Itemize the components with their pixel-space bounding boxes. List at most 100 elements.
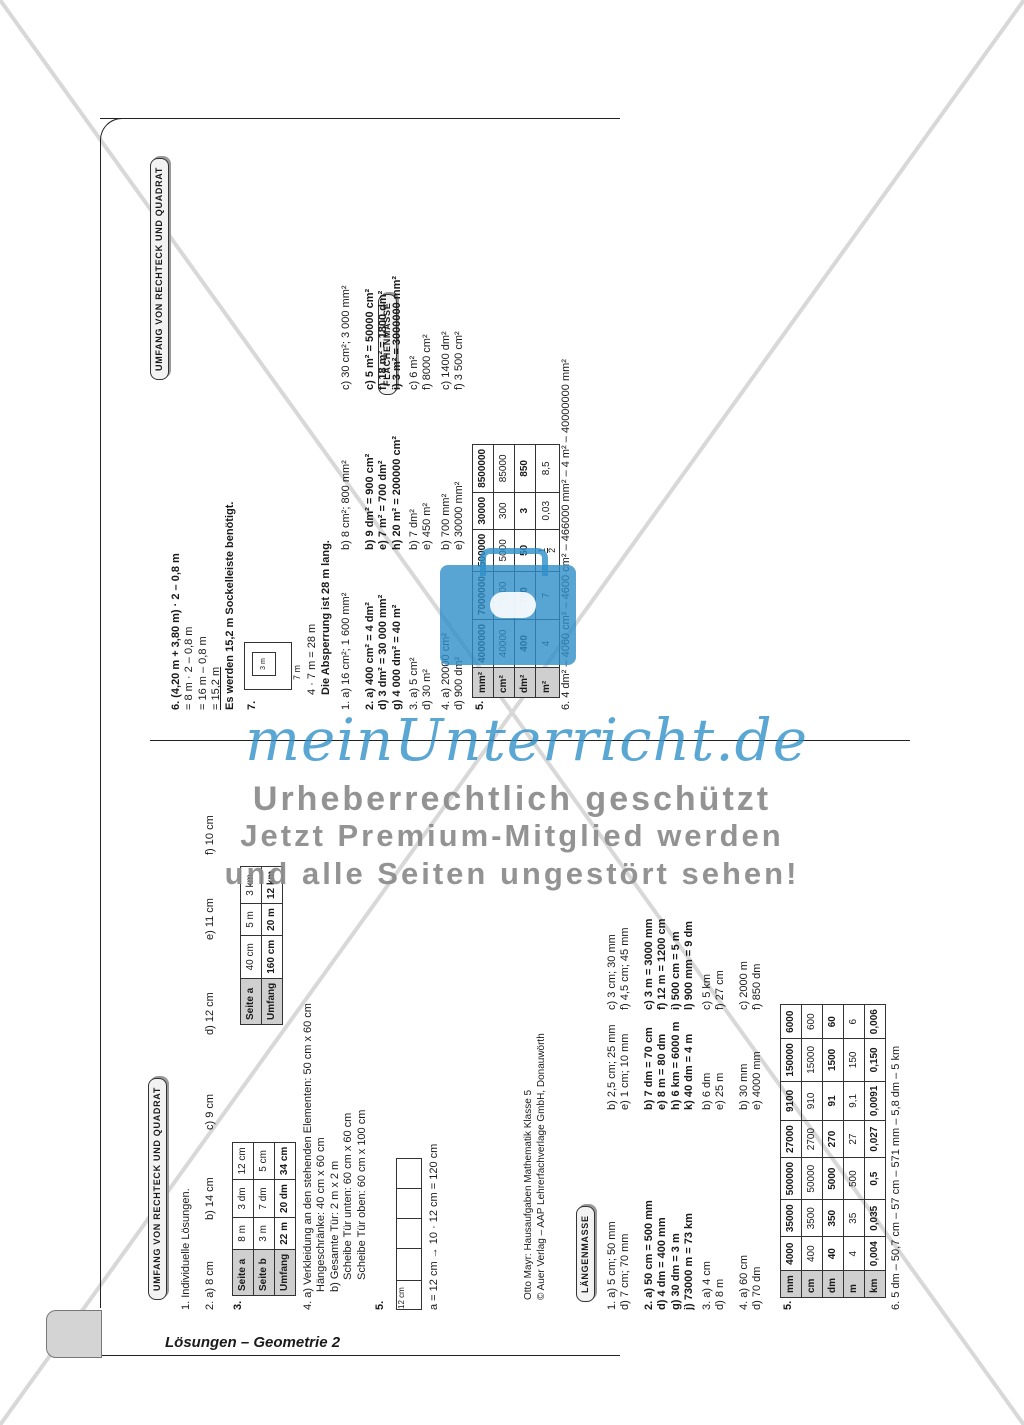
umfang-a3-label: 3. [232,1300,244,1310]
table-cell: 0,5 [864,1157,886,1200]
table-row-header: mm² [472,667,494,698]
umfang-a5-strip: 12 cm [396,1158,422,1310]
credit: Otto Mayr: Hausaufgaben Mathematik Klass… [523,1033,547,1300]
table-cell: 0,0091 [864,1081,886,1121]
umfang-a7-outer-label: 7 m [292,664,302,680]
table-cell: 22 m [274,1217,296,1250]
table-cell: 8 m [232,1217,254,1250]
table-row-header: km [864,1270,886,1298]
table-cell: 0,150 [864,1038,886,1082]
umfang-a6: 6. (4,20 m + 3,80 m) · 2 – 0,8 m = 8 m ·… [170,501,236,710]
table-cell: 27000 [780,1120,802,1158]
table-cell: 1500 [822,1038,844,1082]
umfang-a5-eq: a = 12 cm → 10 · 12 cm = 120 cm [428,1143,440,1310]
section-header-laengenmasse: Längenmaße [576,1206,595,1302]
umfang-a2-c: c) 9 cm [204,1093,216,1130]
table-cell: 34 cm [274,1142,296,1180]
table-cell: 6000 [780,1004,802,1039]
table-cell: 3 dm [232,1179,254,1218]
umfang-a5-label: 5. [374,1300,386,1310]
flaechen-a1-c: c) 30 cm²; 3 000 mm² [340,285,352,390]
table-cell: 3 [514,492,536,530]
page-tab [46,1310,102,1358]
section-divider [150,740,910,741]
flaechen-a1-b: b) 8 cm²; 800 mm² [340,460,352,550]
table-cell: 3 m [253,1217,275,1250]
page-frame-left [100,140,101,1308]
watermark-line-3: und alle Seiten ungestört sehen! [224,856,800,891]
umfang-a2-d: d) 12 cm [204,992,216,1035]
briefcase-handle-icon [480,548,548,576]
table-cell: 35 [843,1199,865,1237]
cloud-icon [490,592,536,618]
umfang-a5-divider [397,1218,421,1219]
table-cell: 0,027 [864,1120,886,1158]
table-cell: 9,1 [843,1081,865,1121]
table-cell: 30000 [472,492,494,530]
table-cell: 3500 [801,1199,823,1237]
table-cell: 27 [843,1120,865,1158]
footer-title: Lösungen – Geometrie 2 [165,1334,341,1351]
table-cell: 50000 [801,1157,823,1200]
table-row-header: cm² [493,667,515,698]
table-cell: 8500000 [472,444,494,493]
umfang-a5-square: 12 cm [397,1280,421,1309]
table-cell: 9100 [780,1081,802,1121]
table-cell: 0,004 [864,1236,886,1271]
page-frame-bottom [60,1355,620,1356]
table-cell: 0,035 [864,1199,886,1237]
table-row-header: Seite a [240,978,262,1025]
umfang-a5-divider [397,1188,421,1189]
umfang-a7-eq: 4 · 7 m = 28 m [306,623,318,695]
table-cell: 5 m [240,903,262,936]
umfang-a1: 1. Individuelle Lösungen. [180,1188,192,1310]
table-cell: 2700 [801,1120,823,1158]
table-row-header: Seite b [253,1249,275,1296]
laengen-a6: 6. 5 dm – 50,7 cm – 57 cm – 571 mm – 5,8… [890,1045,902,1310]
umfang-a7-ans: Die Absperrung ist 28 m lang. [320,540,332,695]
table-cell: 500000 [780,1157,802,1200]
laengen-a5-label: 5. [782,1300,794,1310]
table-cell: 160 cm [261,935,283,979]
table-row-header: m² [535,667,560,698]
table-cell: 5000 [822,1157,844,1200]
table-row-header: Umfang [261,978,283,1025]
page-frame-top [100,118,620,119]
table-row-header: Umfang [274,1249,296,1296]
table-cell: 40 [822,1236,844,1271]
table-cell: 910 [801,1081,823,1121]
table-cell: 500 [843,1157,865,1200]
page-frame-corner [100,118,141,159]
table-cell: 85000 [493,444,515,493]
umfang-a5-divider [397,1248,421,1249]
table-cell: 40 cm [240,935,262,979]
table-row-header: mm [780,1270,802,1298]
table-cell: 400 [801,1236,823,1271]
umfang-a2-a: 2. a) 8 cm [204,1261,216,1310]
table-row-header: dm [822,1270,844,1298]
table-cell: 6 [843,1004,865,1039]
